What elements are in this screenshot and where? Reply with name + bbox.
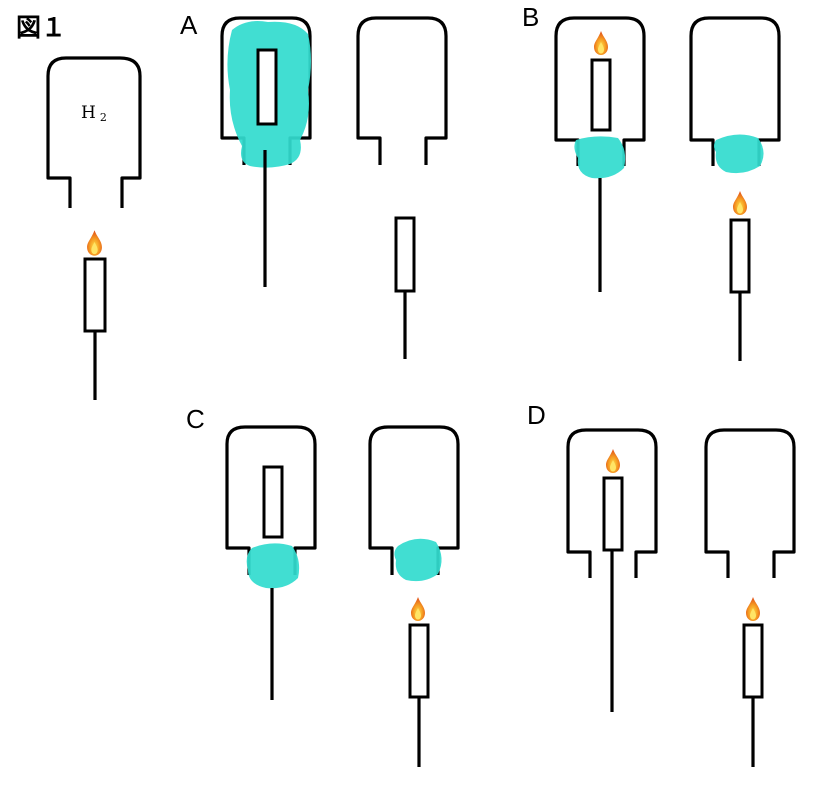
flame-icon [411,597,425,621]
water-fog [246,543,300,589]
flame-icon [606,449,620,473]
option-a [220,16,448,359]
candle [256,48,278,126]
option-c [225,425,460,767]
flame-icon [746,597,760,621]
bottle [356,16,448,165]
option-label-b: B [522,2,539,32]
bottle [220,16,312,165]
water-fog [574,136,626,179]
option-label-a: A [180,10,198,40]
option-label-d: D [527,400,546,430]
option-b [554,16,781,361]
gas-bottle [46,56,142,208]
candle [408,623,430,699]
option-d [566,428,796,767]
option-label-c: C [186,404,205,434]
candle [742,623,764,699]
bottle [704,428,796,578]
candle [83,257,107,333]
bottle [225,425,317,575]
bottle [368,425,460,575]
flame-icon [733,191,747,215]
candle [262,465,284,539]
bottle [689,16,781,166]
flame-icon [87,230,102,256]
water-fog [394,538,442,582]
candle [602,476,624,552]
bottle [554,16,646,166]
water-fog [714,134,764,174]
bottle [566,428,658,578]
candle [394,216,416,293]
figure-title: 図１ [16,13,66,42]
candle [590,58,612,132]
candle [729,218,751,294]
flame-icon [594,31,608,55]
